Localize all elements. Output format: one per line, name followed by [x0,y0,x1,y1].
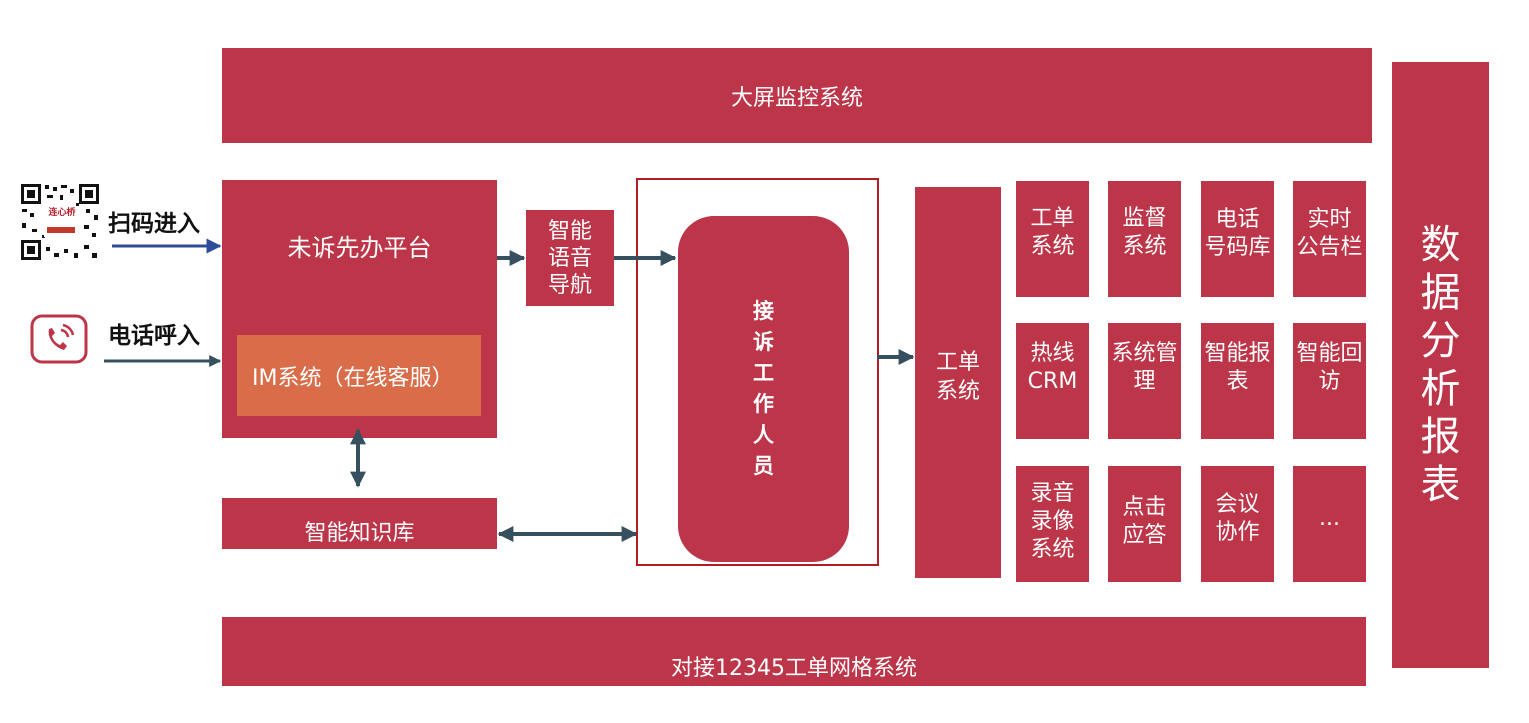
agent-frame [636,178,879,566]
ticket-system-label: 工单 系统 [935,349,980,404]
im-system-label: IM系统（在线客服） [252,365,454,391]
module-label: 系统管 理 [1111,341,1178,394]
module-phone-directory: 电话 号码库 [1201,181,1274,297]
module-label: 录音 录像 系统 [1030,481,1075,562]
module-ticket-system: 工单 系统 [1016,181,1089,297]
module-label: 会议 协作 [1215,492,1260,545]
module-label: 电话 号码库 [1204,207,1271,260]
ivr-block: 智能 语音 导航 [526,210,614,306]
data-analysis-label: 数 据 分 析 报 表 [1420,222,1461,508]
big-screen-monitor-bar: 大屏监控系统 [222,48,1372,143]
qr-caption: 连心桥 [48,208,76,218]
module-crm: 热线 CRM [1016,323,1089,439]
scan-entry-label: 扫码进入 [108,211,200,237]
module-label: 实时 公告栏 [1296,207,1363,260]
module-more: ... [1293,466,1366,582]
ticket-system-block: 工单 系统 [915,187,1001,578]
module-recording: 录音 录像 系统 [1016,466,1089,582]
module-label: 点击 应答 [1122,495,1167,548]
module-meeting: 会议 协作 [1201,466,1274,582]
module-label: 工单 系统 [1030,206,1075,259]
module-system-admin: 系统管 理 [1108,323,1181,439]
ticket-grid-bar: 对接12345工单网格系统 [222,617,1366,686]
agent-block: 接 诉 工 作 人 员 [678,216,849,562]
qr-code-icon [20,183,100,261]
knowledge-base-label: 智能知识库 [304,520,415,546]
module-label: ... [1319,506,1340,531]
module-label: 热线 CRM [1027,341,1078,394]
ivr-label: 智能 语音 导航 [547,218,592,298]
im-system-block: IM系统（在线客服） [237,335,481,416]
module-supervision: 监督 系统 [1108,181,1181,297]
agent-label: 接 诉 工 作 人 员 [753,299,774,478]
module-label: 监督 系统 [1122,206,1167,259]
module-label: 智能报 表 [1204,341,1271,394]
knowledge-base-block: 智能知识库 [222,498,497,549]
phone-entry-label: 电话呼入 [108,323,200,349]
module-smart-report: 智能报 表 [1201,323,1274,439]
module-bulletin: 实时 公告栏 [1293,181,1366,297]
platform-title: 未诉先办平台 [287,234,432,262]
module-smart-revisit: 智能回 访 [1293,323,1366,439]
phone-icon [30,314,88,364]
data-analysis-panel: 数 据 分 析 报 表 [1392,62,1489,668]
module-click-answer: 点击 应答 [1108,466,1181,582]
big-screen-monitor-label: 大屏监控系统 [730,85,863,111]
ticket-grid-label: 对接12345工单网格系统 [671,655,917,681]
module-label: 智能回 访 [1296,341,1363,394]
